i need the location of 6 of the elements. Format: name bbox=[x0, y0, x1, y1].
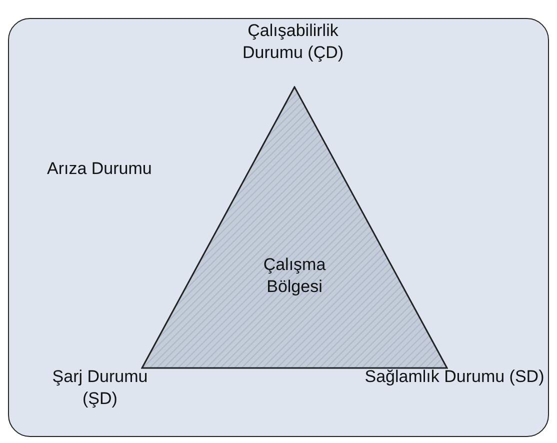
rounded-panel bbox=[8, 18, 549, 437]
vertex-label: Şarj Durumu (ŞD) bbox=[51, 366, 149, 410]
region-label: Çalışma Bölgesi bbox=[262, 254, 327, 298]
panel-label: Arıza Durumu bbox=[47, 159, 152, 179]
vertex-label: Çalışabilirlik Durumu (ÇD) bbox=[241, 20, 345, 64]
vertex-label: Sağlamlık Durumu (SD) bbox=[364, 366, 546, 388]
